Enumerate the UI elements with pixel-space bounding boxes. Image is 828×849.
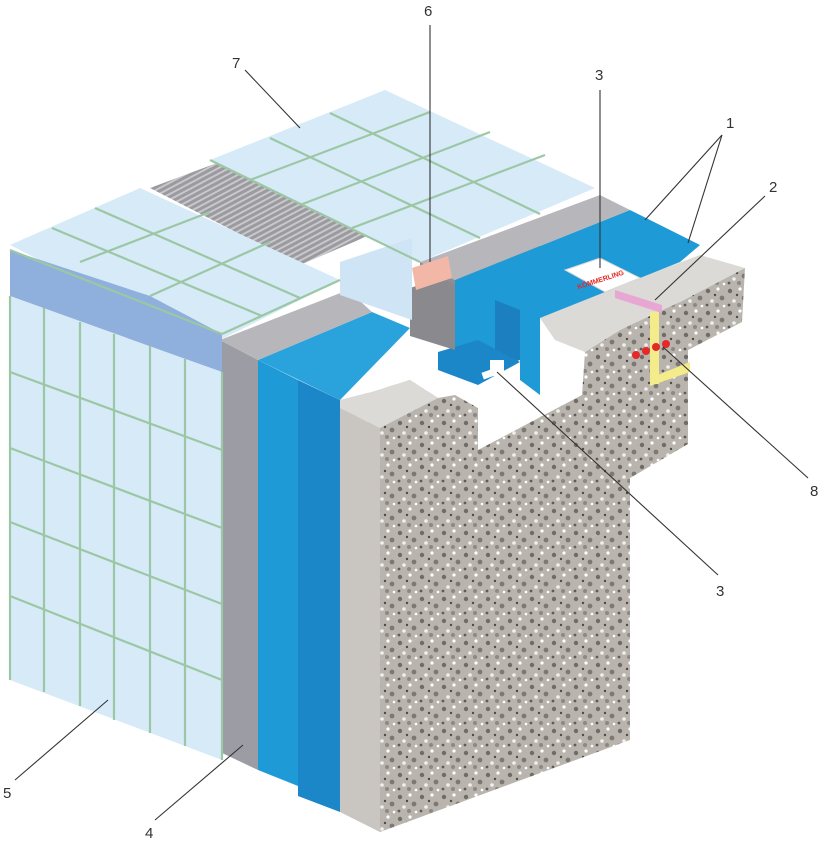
tile-covering <box>10 90 595 760</box>
callout-8: 8 <box>810 483 818 500</box>
sealing-strip-pink <box>615 290 662 313</box>
callout-3-top: 3 <box>595 67 603 84</box>
callout-3-bottom: 3 <box>716 583 724 600</box>
callout-5: 5 <box>3 785 11 802</box>
adhesive-right-top <box>420 195 630 280</box>
yellow-profile-foot <box>650 362 690 386</box>
membrane-outer-front <box>258 360 298 786</box>
sealing-tape: KÖMMERLING <box>481 257 642 380</box>
concrete-top-left <box>340 380 438 428</box>
tile-grout-top <box>9 110 546 336</box>
membrane-top-right <box>455 210 700 318</box>
membrane-top-left <box>258 312 410 400</box>
callout-6: 6 <box>424 3 432 20</box>
joint-cavity <box>410 278 455 350</box>
adhesive-top <box>220 290 372 360</box>
tile-top-left-band <box>10 188 340 340</box>
callout-leaders <box>14 25 809 821</box>
coping-row <box>10 250 222 372</box>
concrete-front-face <box>340 268 745 660</box>
adhesive-front <box>220 340 258 770</box>
joint-sealant-pink <box>412 256 452 290</box>
concrete-front-edge <box>340 408 380 832</box>
sealing-tape-strip <box>563 257 642 293</box>
tile-top-back-band <box>210 90 595 262</box>
membrane-inner-front <box>298 380 340 812</box>
tile-front-face <box>10 296 222 760</box>
tile-grout-front <box>8 296 224 760</box>
drainage-mat <box>150 145 405 265</box>
membrane-channel-floor <box>438 340 520 385</box>
concrete-lower-face <box>380 515 630 832</box>
callout-1: 1 <box>726 115 734 132</box>
tile-upstand-face <box>340 238 412 320</box>
red-sealant-dots <box>632 340 670 359</box>
waterproofing-membrane <box>258 210 700 812</box>
callout-4: 4 <box>145 825 153 842</box>
callout-2: 2 <box>769 179 777 196</box>
callout-7: 7 <box>232 55 240 72</box>
sealing-tape-corner <box>481 367 499 380</box>
